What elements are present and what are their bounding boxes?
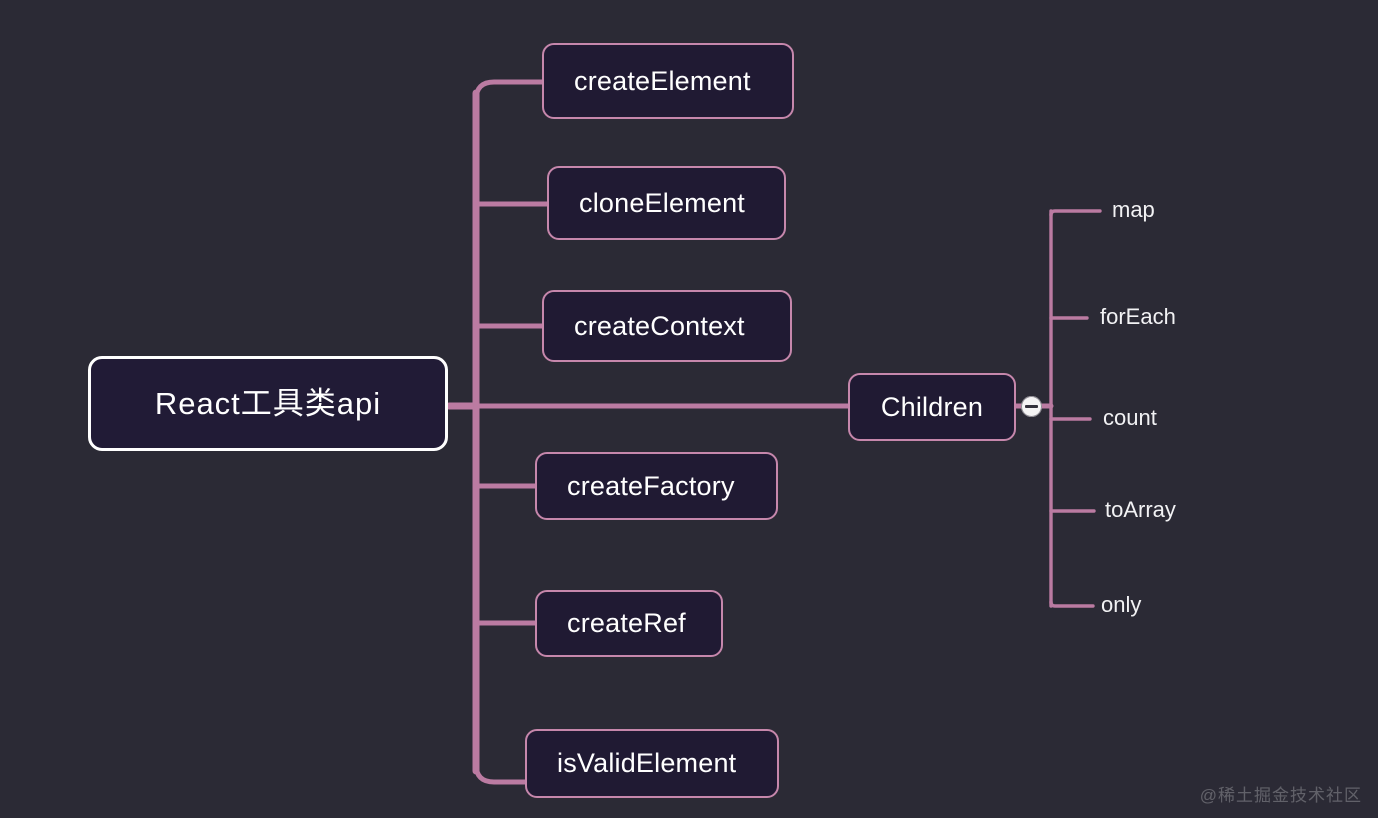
leaf-label: only xyxy=(1101,592,1142,617)
node-children[interactable]: Children xyxy=(848,373,1016,441)
node-label: createElement xyxy=(574,65,751,96)
node-label: cloneElement xyxy=(579,187,745,218)
node-clone-element[interactable]: cloneElement xyxy=(547,166,786,240)
node-create-element[interactable]: createElement xyxy=(542,43,794,119)
node-create-context[interactable]: createContext xyxy=(542,290,792,362)
leaf-label: count xyxy=(1103,405,1157,430)
leaf-count[interactable]: count xyxy=(1103,407,1157,429)
root-node[interactable]: React工具类api xyxy=(88,356,448,451)
node-create-ref[interactable]: createRef xyxy=(535,590,723,657)
node-label: Children xyxy=(880,391,984,422)
node-label: createFactory xyxy=(567,470,735,501)
leaf-label: forEach xyxy=(1100,304,1176,329)
leaf-label: toArray xyxy=(1105,497,1176,522)
leaf-for-each[interactable]: forEach xyxy=(1100,306,1176,328)
minus-circle-icon[interactable] xyxy=(1021,396,1042,417)
watermark: @稀土掘金技术社区 xyxy=(1200,781,1362,806)
leaf-only[interactable]: only xyxy=(1101,594,1141,616)
root-node-label: React工具类api xyxy=(154,386,382,421)
node-label: createContext xyxy=(574,310,745,341)
node-create-factory[interactable]: createFactory xyxy=(535,452,778,520)
minus-glyph xyxy=(1025,405,1038,408)
watermark-text: @稀土掘金技术社区 xyxy=(1199,786,1362,805)
node-label: createRef xyxy=(567,608,686,638)
node-is-valid-element[interactable]: isValidElement xyxy=(525,729,779,798)
leaf-label: map xyxy=(1112,197,1155,222)
leaf-map[interactable]: map xyxy=(1112,199,1155,221)
leaf-to-array[interactable]: toArray xyxy=(1105,499,1176,521)
node-label: isValidElement xyxy=(557,748,737,778)
